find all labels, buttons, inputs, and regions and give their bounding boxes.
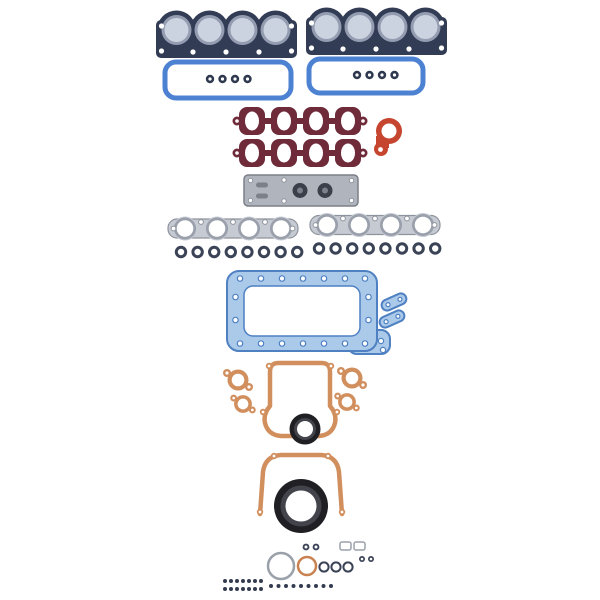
small-port-gaskets <box>378 292 408 329</box>
valve-cover-gaskets <box>162 56 426 101</box>
bolt-holes <box>232 275 372 347</box>
large-o-ring <box>266 551 296 581</box>
exhaust-gasket-left <box>167 215 299 242</box>
o-ring-3 <box>342 561 354 573</box>
exhaust-gasket-right <box>309 212 441 238</box>
o-ring-1 <box>318 561 330 573</box>
bolt-holes <box>247 177 355 204</box>
rear-main-seal <box>274 479 328 533</box>
small-port-gasket-2 <box>378 309 406 329</box>
small-seals-and-orings <box>223 541 374 591</box>
front-cover-gasket-set <box>223 360 367 445</box>
small-seal-row-center <box>269 584 333 588</box>
clip-2 <box>353 541 366 551</box>
front-crank-seal <box>289 413 321 445</box>
timing-cover-bolt-tabs <box>259 362 341 416</box>
small-seal-row-left <box>223 579 263 591</box>
oil-pan-gasket <box>226 270 391 355</box>
small-port-gasket-1 <box>380 292 408 312</box>
copper-sealing-ring <box>296 555 318 577</box>
oil-pan-gasket-opening <box>243 285 361 337</box>
clip-1 <box>339 541 352 551</box>
water-outlet-gasket <box>374 118 402 156</box>
valve-cover-gasket-left <box>162 59 294 101</box>
valley-cover-gasket <box>243 174 359 207</box>
rear-cover-gasket-set <box>256 452 346 533</box>
timing-cover-gasket <box>262 360 338 439</box>
rear-cover-bolt-tabs <box>256 452 346 516</box>
rear-cover-gasket <box>257 452 345 517</box>
o-ring-2 <box>330 561 342 573</box>
valve-cover-gasket-right <box>306 56 426 96</box>
